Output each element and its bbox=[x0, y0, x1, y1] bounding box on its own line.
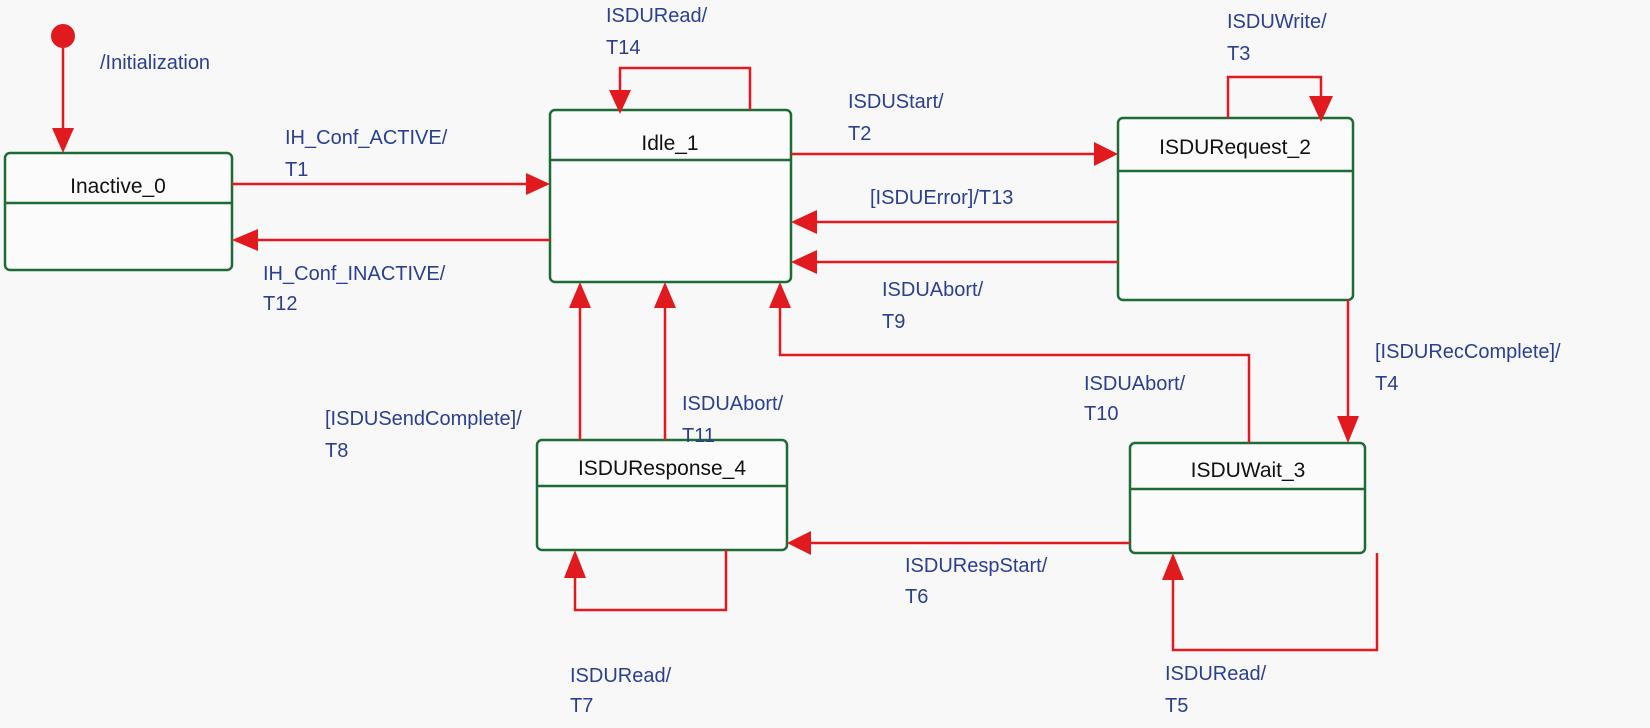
transition-t3[interactable]: ISDUWrite/ T3 bbox=[1226, 11, 1333, 122]
initial-state-dot bbox=[51, 24, 75, 48]
arrowhead bbox=[232, 229, 258, 251]
state-idle[interactable]: Idle_1 bbox=[548, 108, 793, 284]
transition-t10[interactable]: ISDUAbort/ T10 bbox=[769, 282, 1251, 443]
transition-t13[interactable]: [ISDUError]/T13 bbox=[791, 187, 1118, 234]
transition-label: ISDUStart/ bbox=[848, 91, 944, 113]
transition-label: T8 bbox=[325, 440, 348, 462]
transition-label: [ISDUSendComplete]/ bbox=[325, 408, 522, 430]
arrowhead bbox=[526, 173, 550, 195]
transition-label: T1 bbox=[285, 159, 308, 181]
arrowhead bbox=[654, 282, 676, 308]
arrowhead bbox=[52, 128, 74, 153]
transition-label: ISDURead/ bbox=[606, 5, 708, 27]
transition-label: T10 bbox=[1084, 403, 1118, 425]
transition-t8[interactable]: [ISDUSendComplete]/ T8 bbox=[325, 282, 591, 462]
transition-label: T4 bbox=[1375, 373, 1398, 395]
transition-t2[interactable]: ISDUStart/ T2 bbox=[791, 91, 1118, 166]
arrowhead bbox=[569, 282, 591, 308]
transition-t9[interactable]: ISDUAbort/ T9 bbox=[791, 250, 1118, 333]
arrowhead bbox=[769, 282, 791, 308]
state-name: ISDUWait_3 bbox=[1191, 459, 1306, 482]
arrowhead bbox=[791, 210, 817, 234]
initial-label: /Initialization bbox=[100, 52, 210, 74]
transition-label: IH_Conf_INACTIVE/ bbox=[263, 263, 446, 285]
transition-label: IH_Conf_ACTIVE/ bbox=[285, 127, 448, 149]
transition-label: T12 bbox=[263, 293, 297, 315]
arrowhead bbox=[1337, 416, 1359, 443]
transition-t11[interactable]: ISDUAbort/ T11 bbox=[654, 282, 784, 447]
state-isdu-wait[interactable]: ISDUWait_3 bbox=[1128, 441, 1367, 555]
transition-label: ISDURead/ bbox=[570, 665, 672, 687]
state-name: ISDURequest_2 bbox=[1159, 136, 1311, 159]
transition-t12[interactable]: IH_Conf_INACTIVE/ T12 bbox=[232, 229, 550, 315]
transition-label: ISDUAbort/ bbox=[882, 279, 984, 301]
state-inactive[interactable]: Inactive_0 bbox=[3, 151, 234, 272]
arrowhead bbox=[791, 250, 817, 274]
state-name: Idle_1 bbox=[641, 132, 698, 155]
transition-label: T2 bbox=[848, 123, 871, 145]
transition-t14[interactable]: ISDURead/ T14 bbox=[606, 5, 752, 114]
transition-label: T9 bbox=[882, 311, 905, 333]
arrowhead bbox=[1162, 553, 1184, 580]
transition-label: T6 bbox=[905, 586, 928, 608]
arrowhead bbox=[564, 550, 586, 578]
arrowhead bbox=[787, 531, 811, 555]
transition-label: ISDUAbort/ bbox=[682, 393, 784, 415]
transition-t4[interactable]: [ISDURecComplete]/ T4 bbox=[1337, 300, 1561, 443]
transition-label: T3 bbox=[1227, 43, 1250, 65]
transition-label: ISDUAbort/ bbox=[1084, 373, 1186, 395]
transition-t7[interactable]: ISDURead/ T7 bbox=[564, 550, 728, 717]
state-isdu-request[interactable]: ISDURequest_2 bbox=[1116, 116, 1355, 302]
state-name: Inactive_0 bbox=[70, 175, 166, 198]
transition-label: T14 bbox=[606, 37, 640, 59]
transition-label: T7 bbox=[570, 695, 593, 717]
state-isdu-response[interactable]: ISDUResponse_4 bbox=[535, 438, 789, 552]
transition-label: [ISDUError]/T13 bbox=[870, 187, 1013, 209]
transition-label: T5 bbox=[1165, 695, 1188, 717]
arrowhead bbox=[1094, 142, 1118, 166]
arrowhead bbox=[609, 90, 631, 114]
transition-label: ISDURead/ bbox=[1165, 663, 1267, 685]
transition-t5[interactable]: ISDURead/ T5 bbox=[1162, 553, 1379, 717]
transition-label: ISDUWrite/ bbox=[1227, 11, 1327, 33]
transition-label: [ISDURecComplete]/ bbox=[1375, 341, 1561, 363]
transition-label: ISDURespStart/ bbox=[905, 555, 1048, 577]
arrowhead bbox=[1309, 96, 1333, 122]
transition-label: T11 bbox=[682, 425, 715, 447]
transition-t6[interactable]: ISDURespStart/ T6 bbox=[787, 531, 1130, 608]
state-name: ISDUResponse_4 bbox=[578, 457, 746, 480]
transition-t1[interactable]: IH_Conf_ACTIVE/ T1 bbox=[232, 127, 550, 195]
